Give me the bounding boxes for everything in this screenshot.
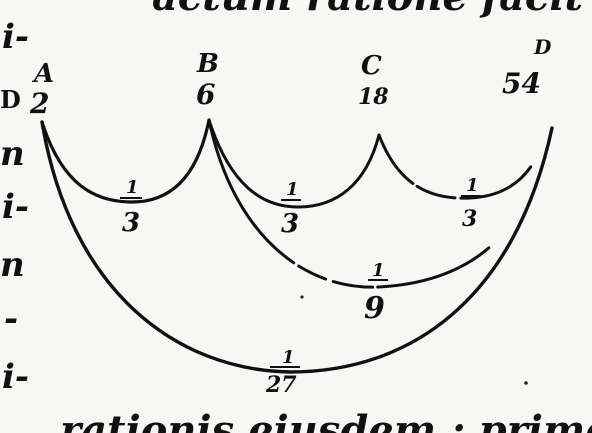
- print-dot: [524, 381, 528, 385]
- node-letter-c: C: [361, 51, 382, 81]
- fraction-ab-denominator: 3: [122, 208, 140, 238]
- margin-fragment-7: i-: [2, 357, 29, 397]
- fraction-bc-denominator: 3: [281, 209, 299, 239]
- margin-fragment-2: D: [0, 85, 21, 114]
- fraction-bd-denominator: 9: [364, 291, 385, 326]
- fraction-ad-numerator: 1: [282, 347, 295, 368]
- fraction-bc-numerator: 1: [286, 179, 299, 200]
- margin-fragment-1: i-: [2, 17, 29, 57]
- fraction-cd-denominator: 3: [462, 206, 477, 232]
- margin-fragment-6: -: [4, 299, 18, 339]
- arc-b-d: [207, 118, 552, 289]
- fraction-cd: 1 3: [461, 175, 481, 232]
- margin-fragment-4: i-: [2, 187, 29, 227]
- node-value-b: 6: [196, 78, 215, 111]
- arc-a-d: [40, 120, 554, 374]
- node-letter-a: A: [31, 59, 54, 89]
- arc-a-b: [40, 118, 211, 204]
- fraction-bc: 1 3: [281, 179, 301, 239]
- arc-c-d: [377, 126, 550, 200]
- fraction-bd-numerator: 1: [372, 260, 385, 281]
- margin-fragment-5: n: [0, 245, 25, 285]
- fraction-ad: 1 27: [265, 347, 300, 398]
- node-value-c: 18: [358, 84, 389, 110]
- fraction-ab: 1 3: [120, 177, 142, 238]
- header-text: actum ratione facit :: [152, 0, 592, 20]
- fraction-cd-numerator: 1: [466, 175, 479, 196]
- arc-b-c: [207, 118, 381, 209]
- print-dot: [300, 295, 304, 299]
- margin-fragment-3: n: [0, 134, 25, 174]
- fraction-ab-numerator: 1: [126, 177, 139, 198]
- footer-text: rationis eiusdem ; primo ad: [60, 407, 592, 433]
- fraction-bd: 1 9: [364, 260, 388, 326]
- node-letter-b: B: [196, 49, 219, 79]
- node-value-a: 2: [29, 87, 49, 120]
- fraction-ad-denominator: 27: [265, 372, 297, 398]
- node-letter-d: D: [533, 35, 552, 59]
- node-value-d: 54: [502, 67, 541, 100]
